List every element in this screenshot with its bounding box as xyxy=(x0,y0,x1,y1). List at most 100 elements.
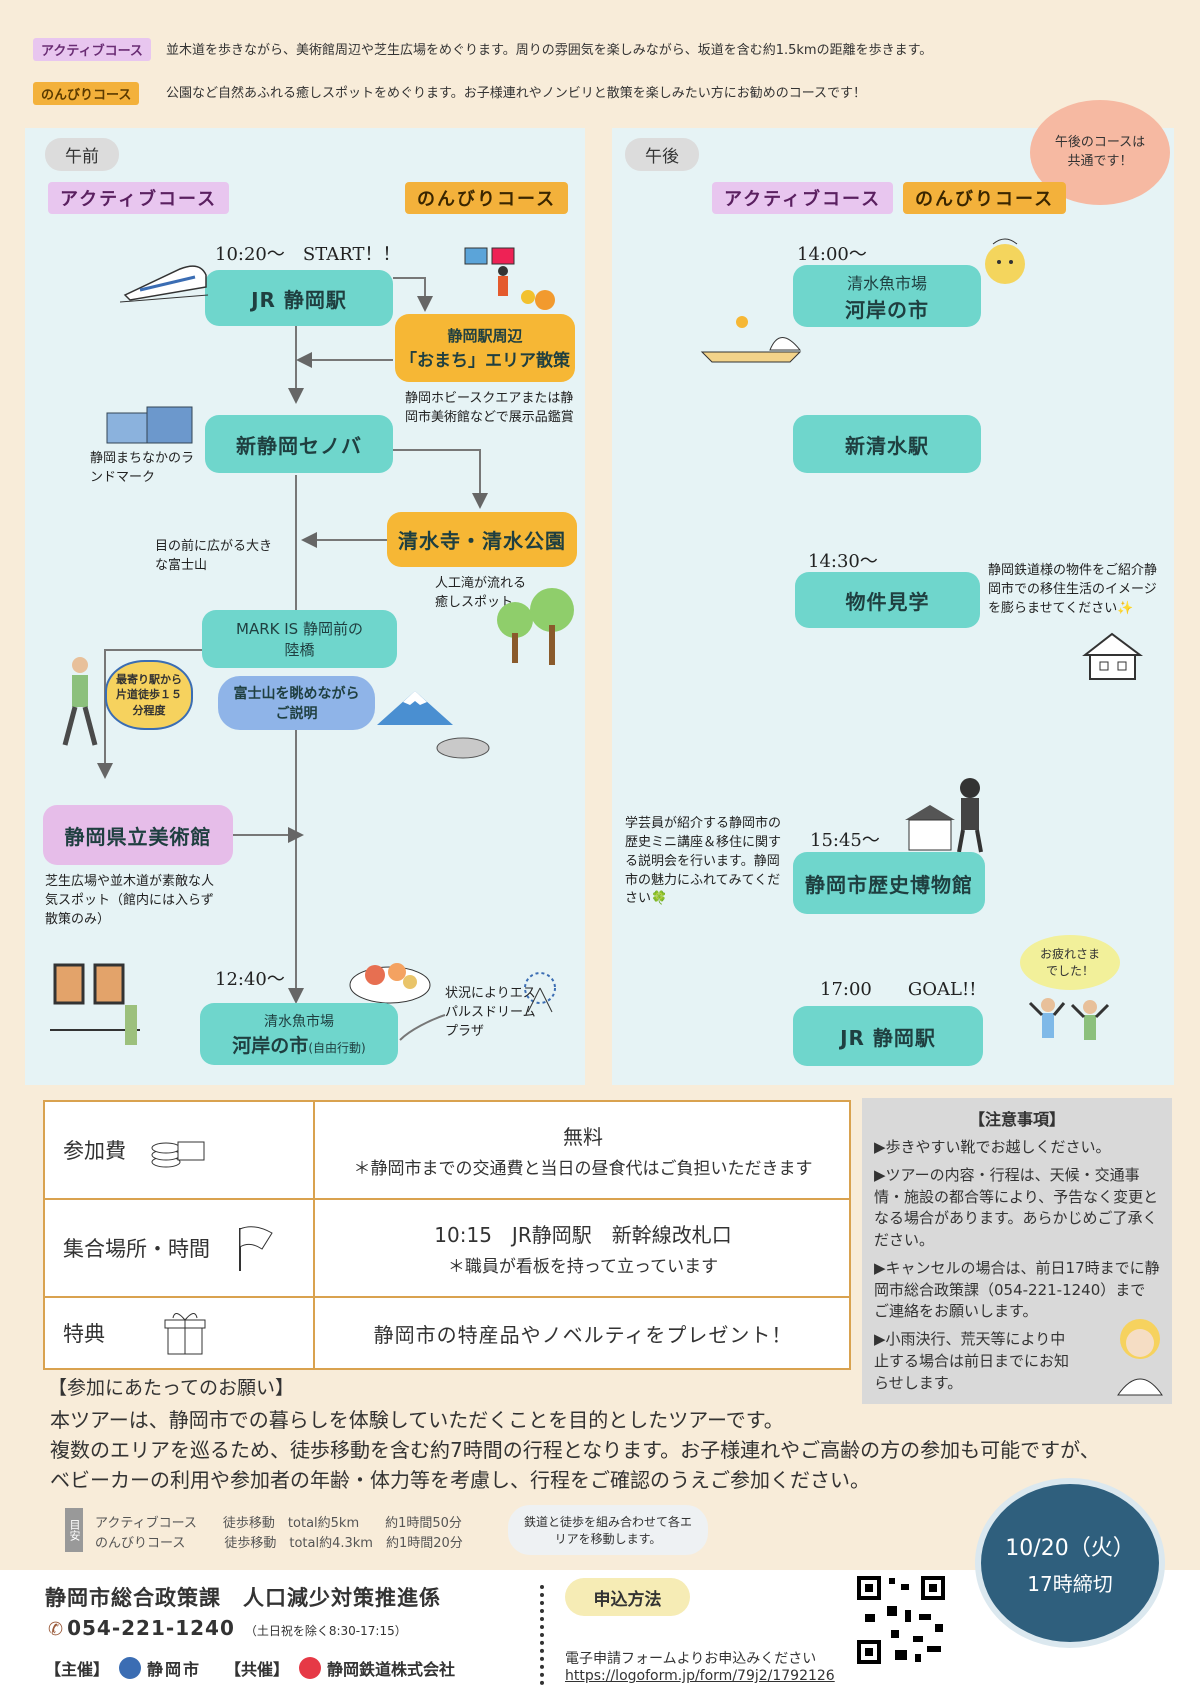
node-label-line1: 静岡駅周辺 xyxy=(447,327,523,345)
gift-label: 特典 xyxy=(45,1298,315,1368)
gift-icon xyxy=(164,1313,206,1355)
node-shin-shimizu-station: 新清水駅 xyxy=(793,415,981,473)
active-course-tag: アクティブコース xyxy=(33,38,151,61)
seafood-bowl-icon xyxy=(349,963,431,1004)
node-fuji-explanation: 富士山を眺めながら ご説明 xyxy=(218,676,375,730)
node-label: 清水寺・清水公園 xyxy=(398,529,566,553)
afternoon-label: 午後 xyxy=(625,138,699,171)
notice-item: ▶小雨決行、荒天等により中止する場合は前日までにお知らせします。 xyxy=(874,1330,1070,1392)
estimate-active: アクティブコース 徒歩移動 total約5km 約1時間50分 xyxy=(95,1516,462,1531)
node-omachi-area: 静岡駅周辺 「おまち」エリア散策 xyxy=(395,314,575,382)
morning-active-course: アクティブコース xyxy=(48,182,230,214)
phone-icon: ✆ xyxy=(48,1619,64,1640)
node-kashi-no-ichi-lunch: 清水魚市場 河岸の市 (自由行動) xyxy=(200,1003,398,1065)
notice-item: ▶キャンセルの場合は、前日17時までに静岡市総合政策課（054-221-1240… xyxy=(874,1258,1160,1321)
request-line-1: 本ツアーは、静岡市での暮らしを体験していただくことを目的としたツアーです。 xyxy=(50,1408,784,1432)
info-row-gift: 特典 静岡市の特産品やノベルティをプレゼント！ xyxy=(45,1298,849,1368)
notice-box: 【注意事項】 ▶歩きやすい靴でお越しください。 ▶ツアーの内容・行程は、天候・交… xyxy=(862,1098,1172,1404)
meeting-label: 集合場所・時間 xyxy=(45,1200,315,1296)
footer-org: 静岡市総合政策課 人口減少対策推進係 xyxy=(45,1586,441,1610)
qr-code-icon[interactable] xyxy=(855,1574,947,1666)
fee-label: 参加費 xyxy=(45,1102,315,1198)
footer-divider xyxy=(540,1585,544,1685)
fee-value: 無料 ＊静岡市までの交通費と当日の昼食代はご負担いただきます xyxy=(353,1125,813,1179)
deadline-text: 17時締切 xyxy=(1027,1571,1113,1596)
afternoon-time-2: 14:30〜 xyxy=(808,551,878,572)
node-kashi-no-ichi: 清水魚市場 河岸の市 xyxy=(793,265,981,327)
estimate-bubble: 鉄道と徒歩を組み合わせて各エリアを移動します。 xyxy=(508,1505,708,1555)
afternoon-time-4: 17:00 GOAL!! xyxy=(820,979,977,1000)
node-label: 静岡県立美術館 xyxy=(64,824,212,849)
cenova-note: 静岡まちなかのランドマーク xyxy=(90,451,195,485)
shinkansen-icon xyxy=(120,265,209,303)
walking-person-icon xyxy=(62,657,98,746)
node-label-line2: 「おまち」エリア散策 xyxy=(400,351,570,371)
morning-label: 午前 xyxy=(45,138,119,171)
footer-phone-row: ✆ 054-221-1240 （土日祝を除く8:30-17:15） xyxy=(48,1616,407,1640)
apply-label: 申込方法 xyxy=(565,1578,690,1616)
node-label: 新清水駅 xyxy=(845,433,929,458)
node-label-suffix: (自由行動) xyxy=(308,1040,366,1055)
node-label: 新静岡セノバ xyxy=(236,433,362,458)
node-label: JR 静岡駅 xyxy=(251,287,347,312)
building-icon xyxy=(106,406,193,444)
deadline-date: 10/20（火） xyxy=(1005,1535,1135,1561)
request-title: 【参加にあたってのお願い】 xyxy=(48,1377,295,1399)
node-label-line1: 清水魚市場 xyxy=(846,273,927,293)
node-label-line2: 河岸の市 xyxy=(232,1034,309,1057)
otsukare-bubble: お疲れさまでした！ xyxy=(1020,935,1120,990)
staff-avatar-icon xyxy=(1117,1319,1163,1396)
node-label-line1: 清水魚市場 xyxy=(264,1013,334,1030)
node-jr-shizuoka-station: JR 静岡駅 xyxy=(205,270,393,326)
afternoon-time-3: 15:45〜 xyxy=(810,830,880,851)
mount-fuji-icon xyxy=(377,691,490,759)
walk-time-bubble: 最寄り駅から片道徒歩１５分程度 xyxy=(105,660,193,730)
request-line-2: 複数のエリアを巡るため、徒歩移動を含む約7時間の行程となります。お子様連れやご高… xyxy=(50,1438,1100,1462)
morning-lunch-time: 12:40〜 xyxy=(215,969,285,990)
celebrating-people-icon xyxy=(1028,998,1110,1040)
active-course-description: 並木道を歩きながら、美術館周辺や芝生広場をめぐります。周りの雰囲気を楽しみながら… xyxy=(166,43,933,58)
afternoon-time-1: 14:00〜 xyxy=(797,244,867,265)
morning-relax-course: のんびりコース xyxy=(405,182,569,214)
house-icon xyxy=(1082,632,1143,680)
node-label-line2: 陸橋 xyxy=(284,641,315,659)
node-label-line1: MARK IS 静岡前の xyxy=(236,620,363,638)
node-label-line2: ご説明 xyxy=(275,706,318,722)
art-gallery-icon xyxy=(50,963,140,1045)
coins-icon xyxy=(151,1141,205,1167)
node-label-line1: 富士山を眺めながら xyxy=(233,686,360,702)
apply-text: 電子申請フォームよりお申込みください xyxy=(565,1651,817,1667)
node-jr-shizuoka-goal: JR 静岡駅 xyxy=(793,1006,983,1066)
node-label: JR 静岡駅 xyxy=(840,1025,936,1050)
deadline-badge: 10/20（火） 17時締切 xyxy=(975,1478,1165,1648)
node-history-museum: 静岡市歴史博物館 xyxy=(793,852,985,914)
apply-url-link[interactable]: https://logoform.jp/form/79j2/1792126 xyxy=(565,1668,835,1684)
estimate-label: 目安 xyxy=(65,1508,83,1552)
shizutetsu-logo-icon xyxy=(299,1657,322,1679)
samurai-castle-icon xyxy=(905,778,983,853)
estimate-relax: のんびりコース 徒歩移動 total約4.3km 約1時間20分 xyxy=(95,1536,463,1551)
info-table: 参加費 無料 ＊静岡市までの交通費と当日の昼食代はご負担いただきます 集合場所・… xyxy=(43,1100,851,1370)
info-row-fee: 参加費 無料 ＊静岡市までの交通費と当日の昼食代はご負担いただきます xyxy=(45,1102,849,1200)
host-name: 静岡市 xyxy=(147,1660,202,1679)
node-property-tour: 物件見学 xyxy=(795,572,980,628)
node-prefectural-museum: 静岡県立美術館 xyxy=(43,805,233,865)
seikenji-note: 人工滝が流れる癒しスポット xyxy=(435,576,527,610)
omachi-note: 静岡ホビースクエアまたは静岡市美術館などで展示品鑑賞 xyxy=(405,391,574,425)
node-label: 物件見学 xyxy=(845,589,930,614)
notice-item: ▶ツアーの内容・行程は、天候・交通事情・施設の都合等により、予告なく変更となる場… xyxy=(874,1165,1159,1250)
fuji-view-note: 目の前に広がる大きな富士山 xyxy=(155,539,273,573)
gift-value: 静岡市の特産品やノベルティをプレゼント！ xyxy=(373,1322,793,1347)
host-label: 【主催】 xyxy=(45,1660,110,1679)
node-mark-is-overpass: MARK IS 静岡前の 陸橋 xyxy=(202,610,397,668)
shizuoka-city-logo-icon xyxy=(119,1657,142,1679)
bee-mascot-icon xyxy=(985,238,1025,284)
relax-course-tag: のんびりコース xyxy=(33,82,140,105)
cohost-name: 静岡鉄道株式会社 xyxy=(327,1660,456,1679)
node-seikenji-park: 清水寺・清水公園 xyxy=(387,512,577,567)
museum-note: 芝生広場や並木道が素敵な人気スポット（館内には入らず散策のみ） xyxy=(45,874,215,927)
morning-start-time: 10:20〜 START！！ xyxy=(215,244,401,265)
request-line-3: ベビーカーの利用や参加者の年齢・体力等を考慮し、行程をご確認のうえご参加ください… xyxy=(50,1468,870,1492)
footer-host-row: 【主催】 静岡市 【共催】 静岡鉄道株式会社 xyxy=(45,1656,455,1680)
notice-item: ▶歩きやすい靴でお越しください。 xyxy=(874,1138,1111,1157)
